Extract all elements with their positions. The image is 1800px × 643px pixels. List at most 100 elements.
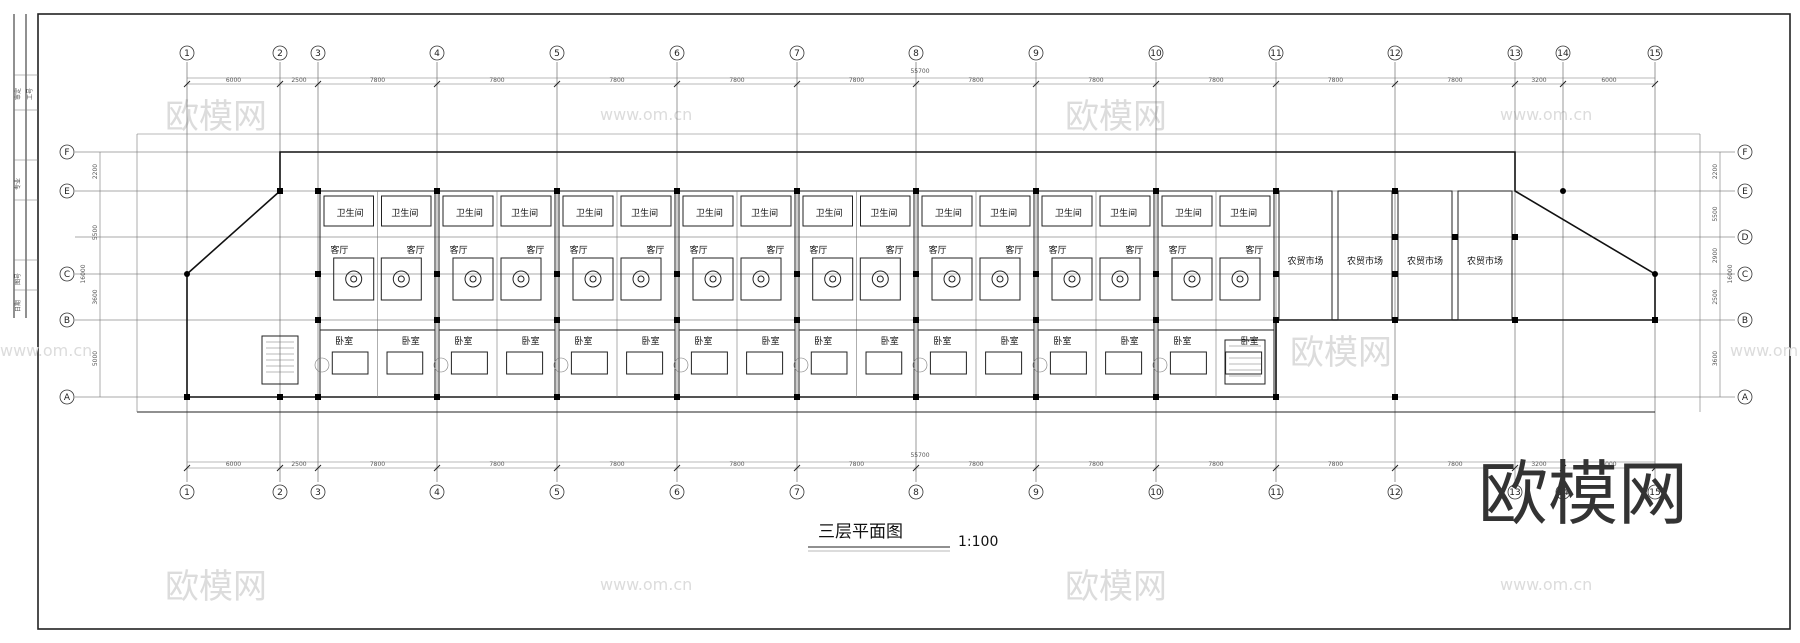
room-label-bedroom: 卧室: [454, 335, 472, 347]
axis-label: B: [1742, 316, 1748, 326]
bathroom: [562, 195, 614, 227]
table-center: [757, 275, 765, 283]
side-dimension: 2900: [1712, 248, 1719, 263]
total-dimension: 55700: [910, 68, 929, 75]
bed: [810, 351, 848, 375]
dimension-tick: [1391, 80, 1399, 88]
room-label-bedroom: 卧室: [522, 335, 540, 347]
axis-label: B: [64, 316, 70, 326]
room-label-living: 客厅: [1245, 244, 1263, 256]
side-total-dimension: 16000: [80, 264, 87, 283]
axis-label: 8: [913, 488, 919, 498]
axis-bubble-bottom: [1028, 484, 1044, 500]
room-label-bedroom: 卧室: [402, 335, 420, 347]
dimension-tick: [553, 80, 561, 88]
axis-bubble-bottom: [908, 484, 924, 500]
bay-dimension: 3200: [1531, 461, 1546, 468]
axis-bubble-left: [59, 312, 75, 328]
dimension-tick: [1391, 464, 1399, 472]
room-label-bedroom: 卧室: [933, 335, 951, 347]
side-dimension: 2200: [1712, 164, 1719, 179]
dining-table: [859, 257, 901, 301]
structural-column: [554, 317, 560, 323]
column-node: [1560, 188, 1566, 194]
dimension-tick: [1152, 464, 1160, 472]
bathroom: [1099, 195, 1151, 227]
structural-column: [277, 394, 283, 400]
bed: [1169, 351, 1207, 375]
market-stall: [1457, 190, 1513, 321]
axis-bubble-top: [1387, 45, 1403, 61]
bathroom: [860, 195, 911, 227]
dimension-tick: [1032, 80, 1040, 88]
room-label-living: 客厅: [1005, 244, 1023, 256]
structural-column: [1273, 271, 1279, 277]
side-dimension: 3600: [1712, 351, 1719, 366]
bathroom: [979, 195, 1031, 227]
structural-column: [315, 188, 321, 194]
bed: [690, 351, 728, 375]
room-label-living: 客厅: [570, 244, 588, 256]
watermark-brand: 欧模网: [1065, 97, 1167, 137]
axis-label: 4: [434, 488, 440, 498]
table-center: [1188, 275, 1196, 283]
structural-column: [674, 394, 680, 400]
structural-column: [1153, 188, 1159, 194]
structural-column: [554, 188, 560, 194]
axis-label: F: [64, 148, 69, 158]
axis-bubble-right: [1737, 312, 1753, 328]
dining-table: [333, 257, 375, 301]
room-label-living: 客厅: [1169, 244, 1187, 256]
axis-bubble-top: [1268, 45, 1284, 61]
room-label-living: 客厅: [886, 244, 904, 256]
table-top: [1231, 270, 1249, 288]
table-top: [584, 270, 602, 288]
watermark-url: www.om.cn: [1730, 341, 1800, 360]
table-center: [350, 275, 358, 283]
table-top: [392, 270, 410, 288]
room-label-bedroom: 卧室: [642, 335, 660, 347]
axis-bubble-left: [59, 389, 75, 405]
dimension-tick: [1152, 80, 1160, 88]
dimension-tick: [912, 464, 920, 472]
table-top: [632, 270, 650, 288]
bathroom: [620, 195, 672, 227]
room-label-bathroom: 卫生间: [816, 207, 843, 219]
dining-table: [572, 257, 614, 301]
side-dimension: 3600: [92, 289, 99, 304]
bathroom: [740, 195, 792, 227]
axis-bubble-right: [1737, 266, 1753, 282]
room-label-bathroom: 卫生间: [751, 207, 778, 219]
dimension-tick: [793, 80, 801, 88]
structural-column: [913, 394, 919, 400]
balcony-plant: [1032, 357, 1048, 373]
structural-column: [434, 317, 440, 323]
side-dimension: 2200: [92, 164, 99, 179]
table-top: [943, 270, 961, 288]
axis-bubble-bottom: [1387, 484, 1403, 500]
dimension-tick: [673, 80, 681, 88]
title-block-cell: 专业: [14, 178, 22, 190]
axis-bubble-right: [1737, 183, 1753, 199]
dimension-tick: [1511, 464, 1519, 472]
axis-label: 11: [1270, 49, 1281, 59]
axis-label: 5: [554, 488, 560, 498]
structural-column: [674, 317, 680, 323]
dimension-tick: [1559, 464, 1567, 472]
watermark-brand: 欧模网: [165, 97, 267, 137]
structural-column: [1452, 234, 1458, 240]
room-label-bathroom: 卫生间: [576, 207, 603, 219]
axis-bubble-right: [1737, 144, 1753, 160]
bed: [626, 351, 664, 375]
axis-bubble-bottom: [789, 484, 805, 500]
bed: [506, 351, 544, 375]
dimension-tick: [673, 464, 681, 472]
structural-column: [315, 271, 321, 277]
structural-column: [1153, 394, 1159, 400]
structural-column: [794, 271, 800, 277]
axis-label: 9: [1033, 49, 1039, 59]
dining-table: [692, 257, 734, 301]
axis-label: 2: [277, 488, 283, 498]
structural-column: [184, 394, 190, 400]
structural-column: [913, 317, 919, 323]
